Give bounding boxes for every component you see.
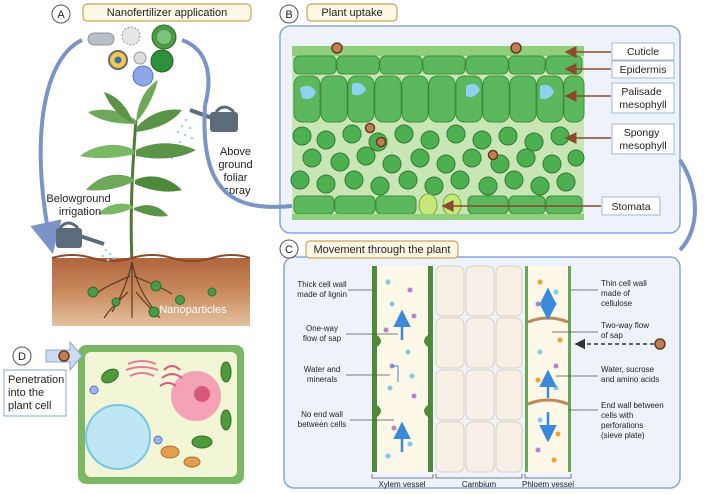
plant-icon xyxy=(80,80,196,263)
phloem-caption: Phloem vessel xyxy=(522,480,574,489)
panel-a: A Nanofertilizer application xyxy=(30,3,255,326)
b-to-c-connector xyxy=(678,158,697,252)
palisade-label-box xyxy=(611,82,675,114)
epidermis-label-box xyxy=(611,60,675,79)
panel-c-letter: C xyxy=(285,244,293,256)
small-nanoparticle-icon xyxy=(133,51,147,65)
green-nanoparticle-core xyxy=(157,30,171,44)
panel-c-letter-badge xyxy=(279,239,299,259)
foliar-watering-can-icon xyxy=(189,105,238,132)
panel-a-letter: A xyxy=(57,9,65,21)
panel-c: C Movement through the plant xyxy=(279,239,681,489)
golgi-apparatus xyxy=(125,360,159,377)
penetration-label-box xyxy=(3,369,67,417)
blue-nanoparticle-icon xyxy=(132,65,154,87)
cuticle-layer xyxy=(292,46,584,56)
xylem-left-wall xyxy=(372,266,377,472)
epidermis-cells xyxy=(293,55,583,75)
panel-b-callouts xyxy=(441,46,611,212)
panel-b: B Plant uptake xyxy=(202,3,681,234)
nanoparticles-label: Nanoparticles xyxy=(159,304,227,316)
irrigation-watering-can-icon xyxy=(56,221,105,248)
panel-d-letter: D xyxy=(18,351,26,363)
penetrating-nanoparticle xyxy=(58,350,70,362)
phloem-particles xyxy=(535,279,563,463)
peroxisome xyxy=(89,385,99,395)
phloem-right-wall xyxy=(568,266,571,472)
panel-d-letter-badge xyxy=(12,346,32,366)
spongy-cells xyxy=(290,124,585,196)
chloroplasts xyxy=(101,361,232,449)
spongy-label-box xyxy=(611,123,675,155)
nanoparticle-cluster xyxy=(87,24,177,87)
panel-b-title: Plant uptake xyxy=(321,7,382,19)
soil-nanoparticles xyxy=(87,280,217,318)
vacuoles xyxy=(300,82,554,100)
xylem-right-wall xyxy=(428,266,433,472)
stomata-label: Stomata xyxy=(611,201,650,213)
xylem-wall-bulges xyxy=(377,335,428,417)
panel-b-letter-badge xyxy=(279,4,299,24)
spray-path-arrow xyxy=(181,38,211,106)
nucleolus xyxy=(194,386,210,402)
nanorod-icon xyxy=(87,32,115,46)
vessel-brackets xyxy=(371,474,572,479)
soil-surface xyxy=(51,254,251,262)
xylem-caption: Xylem vessel xyxy=(378,480,425,489)
cuticle-label-box xyxy=(611,42,675,61)
cuticle-label: Cuticle xyxy=(627,46,659,58)
foliar-spray-label: Above ground foliar spray xyxy=(218,146,255,197)
panel-a-title: Nanofertilizer application xyxy=(107,7,227,19)
coated-nanoparticle-core xyxy=(114,56,122,64)
lower-cuticle xyxy=(292,214,584,220)
phloem-left-wall xyxy=(525,266,528,472)
panel-b-letter: B xyxy=(285,9,292,21)
panel-b-title-box xyxy=(306,3,398,22)
penetration-label: Penetration into the plant cell xyxy=(8,374,67,412)
stomata-label-box xyxy=(601,196,661,216)
a-to-b-connector xyxy=(202,104,293,209)
phloem-label-lines xyxy=(552,289,598,411)
irrigation-drops xyxy=(101,248,116,262)
phloem-entry-nanoparticle xyxy=(654,338,666,350)
cambium-cells xyxy=(435,265,523,473)
endoplasmic-reticulum xyxy=(159,365,183,387)
xylem-label-lines xyxy=(346,289,398,421)
palisade-cells xyxy=(293,75,585,123)
panel-a-letter-badge xyxy=(51,4,71,24)
palisade-label: Palisade mesophyll xyxy=(619,86,666,111)
peroxisome-2 xyxy=(153,435,163,445)
cambium-caption: Cambium xyxy=(462,480,497,489)
central-vacuole xyxy=(85,404,151,470)
panel-a-title-box xyxy=(82,3,252,22)
spongy-label: Spongy mesophyll xyxy=(619,127,666,152)
irrigation-label: Belowground irrigation xyxy=(46,193,113,218)
xylem-bracket xyxy=(392,365,399,382)
porous-nanoparticle-icon xyxy=(121,26,141,46)
lower-epidermis-cells xyxy=(293,195,583,215)
leaf-nanoparticles xyxy=(331,42,522,161)
panel-c-title: Movement through the plant xyxy=(314,244,451,256)
irrigation-path-arrow xyxy=(30,38,83,254)
panel-d: D Penetration into the plant ce xyxy=(3,340,244,484)
epidermis-label: Epidermis xyxy=(620,64,667,76)
mitochondria xyxy=(160,445,201,468)
xylem-particles xyxy=(383,279,417,459)
dotted-nanoparticle-icon xyxy=(150,49,174,73)
panel-c-title-box xyxy=(305,240,459,259)
